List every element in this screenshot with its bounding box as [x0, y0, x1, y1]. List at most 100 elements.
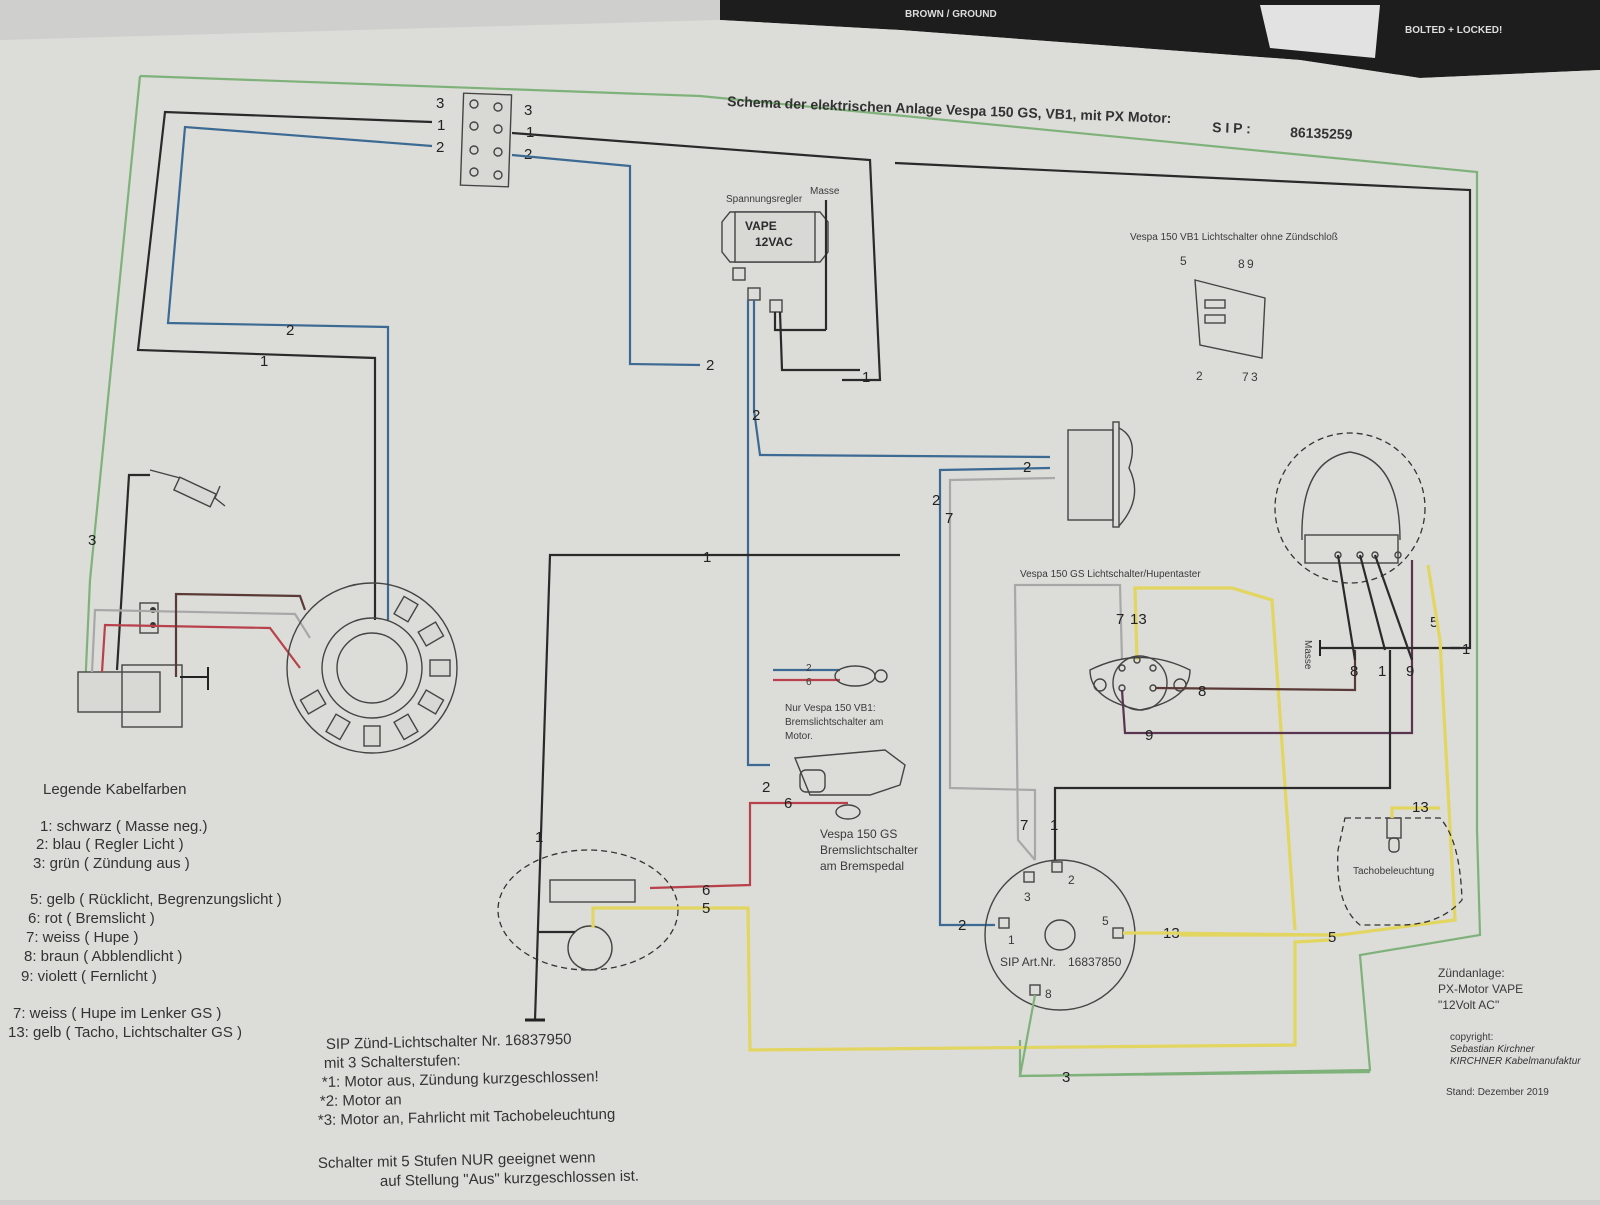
- stator-coil: [299, 689, 327, 715]
- wire-brown-gs: [1154, 650, 1357, 692]
- copyright-block: copyright: Sebastian Kirchner KIRCHNER K…: [1446, 1032, 1581, 1098]
- label-stator-blue: 2: [286, 322, 294, 339]
- wire-white-horn: [948, 476, 1056, 860]
- vb1-term-7: 7: [1242, 370, 1249, 384]
- vb1-brake-wire-2: 2: [806, 663, 812, 674]
- gs-brake-caption-2: Bremslichtschalter: [820, 843, 918, 857]
- switch-note-line-3: *1: Motor aus, Zündung kurzgeschlossen!: [322, 1068, 599, 1091]
- legend-item-7b: 7: weiss ( Hupe im Lenker GS ): [13, 1005, 221, 1022]
- gs-brake-caption-1: Vespa 150 GS: [820, 827, 897, 841]
- conn-left-2: 2: [436, 139, 444, 156]
- wire-yellow-tail: [591, 906, 1331, 1052]
- regulator-ground-caption: Masse: [810, 186, 840, 197]
- ign-wire-2: 2: [958, 917, 966, 934]
- label-brake-red: 6: [784, 795, 792, 812]
- gs-term-7: 7: [1116, 611, 1124, 628]
- stator-coil: [393, 713, 419, 741]
- ign-art-label: SIP Art.Nr.: [1000, 955, 1056, 969]
- wire-black-reg-out: [773, 312, 826, 332]
- wire-black-ground: [778, 311, 860, 372]
- switch-warning-line-2: auf Stellung "Aus" kurzgeschlossen ist.: [380, 1168, 639, 1190]
- legend-item-7: 7: weiss ( Hupe ): [26, 929, 139, 946]
- ign-system-line-3: "12Volt AC": [1438, 998, 1499, 1012]
- label-reg-black: 1: [862, 369, 870, 386]
- conn-right-1: 1: [526, 124, 534, 141]
- gs-term-13: 13: [1130, 611, 1147, 628]
- wire-blue-horn: [938, 466, 1051, 927]
- label-stator-black: 1: [260, 353, 268, 370]
- paper-sheet: [0, 20, 1600, 1200]
- wire-yellow-ign: [1123, 931, 1331, 937]
- label-brake-blue: 2: [762, 779, 770, 796]
- wire-violet-gs: [1120, 560, 1414, 735]
- ign-term-1: 1: [1008, 933, 1015, 947]
- ign-term-8: 8: [1045, 987, 1052, 1001]
- legend-item-9: 9: violett ( Fernlicht ): [21, 968, 157, 985]
- legend-title: Legende Kabelfarben: [43, 781, 186, 798]
- wire-red-brake: [649, 801, 848, 890]
- label-tail-black2: 1: [535, 829, 543, 846]
- gs-switch-caption: Vespa 150 GS Lichtschalter/Hupentaster: [1020, 569, 1201, 580]
- conn-left-3: 3: [436, 95, 444, 112]
- ign-art-number: 16837850: [1068, 955, 1122, 969]
- stator-coil: [417, 689, 445, 715]
- wire-blue-reg-down: [752, 300, 1051, 459]
- ignition-system-note: Zündanlage: PX-Motor VAPE "12Volt AC": [1438, 966, 1523, 1012]
- vb1-brake-wire-6: 6: [806, 677, 812, 688]
- wire-black-stator: [136, 110, 433, 620]
- wire-blue-stator: [166, 125, 433, 620]
- ign-system-line-1: Zündanlage:: [1438, 966, 1505, 980]
- legend-item-2: 2: blau ( Regler Licht ): [36, 836, 184, 853]
- headlamp: Masse 8 1 9 5: [1274, 432, 1460, 680]
- brake-switch-gs: Vespa 150 GS Bremslichtschalter am Brems…: [793, 749, 918, 873]
- label-horn-blue2: 2: [932, 492, 940, 509]
- legend-item-3: 3: grün ( Zündung aus ): [33, 855, 190, 872]
- vb1-brake-caption-2: Bremslichtschalter am: [785, 717, 883, 728]
- wire-blue-reg-down-2: [746, 300, 770, 767]
- ign-term-5: 5: [1102, 914, 1109, 928]
- regulator-line1: VAPE: [745, 219, 777, 233]
- speedo-caption: Tachobeleuchtung: [1353, 866, 1434, 877]
- copyright-line-1: copyright:: [1450, 1032, 1493, 1043]
- label-gs-brown: 8: [1198, 683, 1206, 700]
- sip-label: S I P :: [1212, 119, 1251, 136]
- regulator-line2: 12VAC: [755, 235, 793, 249]
- vb1-light-switch: Vespa 150 VB1 Lichtschalter ohne Zündsch…: [1130, 232, 1338, 384]
- conn-right-3: 3: [524, 102, 532, 119]
- stator-coil: [363, 725, 381, 747]
- headlamp-term-9: 9: [1406, 663, 1414, 680]
- regulator-caption: Spannungsregler: [726, 194, 803, 205]
- wire-black-tail: [533, 553, 900, 1021]
- bg-label-bolted: BOLTED + LOCKED!: [1405, 25, 1502, 36]
- switch-note-line-4: *2: Motor an: [320, 1091, 402, 1110]
- label-tail-yellow: 5: [702, 900, 710, 917]
- vb1-brake-caption-3: Motor.: [785, 731, 813, 742]
- label-kill-green: 3: [88, 532, 96, 549]
- kill-wire-green: [83, 75, 142, 691]
- conn-right-2: 2: [524, 146, 532, 163]
- vb1-term-8: 8: [1238, 257, 1245, 271]
- vb1-term-2: 2: [1196, 369, 1203, 383]
- stator-coil: [325, 713, 351, 741]
- vb1-switch-caption: Vespa 150 VB1 Lichtschalter ohne Zündsch…: [1130, 232, 1338, 243]
- sip-number: 86135259: [1290, 124, 1353, 142]
- copyright-line-3: KIRCHNER Kabelmanufaktur: [1450, 1056, 1581, 1067]
- switch-warning-line-1: Schalter mit 5 Stufen NUR geeignet wenn: [318, 1149, 596, 1172]
- label-reg-down-blue: 2: [752, 407, 760, 424]
- bg-label-brown-ground: BROWN / GROUND: [905, 9, 997, 20]
- legend-item-13: 13: gelb ( Tacho, Lichtschalter GS ): [8, 1024, 242, 1041]
- ign-term-2: 2: [1068, 873, 1075, 887]
- switch-note-line-2: mit 3 Schalterstufen:: [324, 1052, 461, 1072]
- stator-coil: [429, 659, 451, 677]
- gs-brake-caption-3: am Bremspedal: [820, 859, 904, 873]
- wire-green-ign: [1018, 994, 1371, 1078]
- vb1-brake-caption-1: Nur Vespa 150 VB1:: [785, 703, 876, 714]
- tail-light: [497, 849, 679, 971]
- label-gs-violet: 9: [1145, 727, 1153, 744]
- headlamp-ground-label: Masse: [1302, 640, 1313, 670]
- stator-coils: [299, 595, 451, 747]
- ign-system-line-2: PX-Motor VAPE: [1438, 982, 1523, 996]
- wire-black-ign: [1053, 650, 1392, 860]
